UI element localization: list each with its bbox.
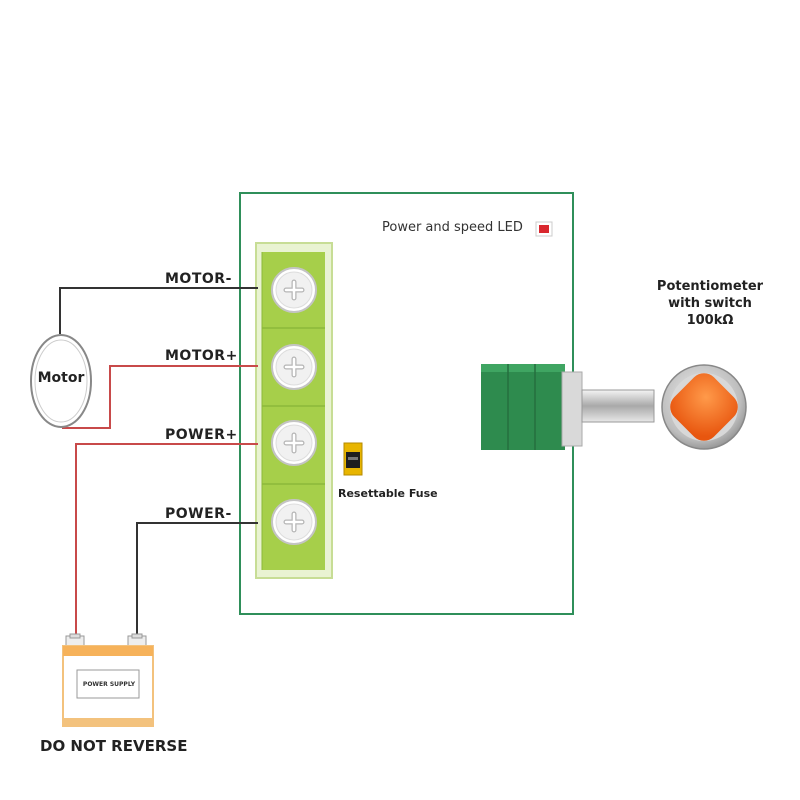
fuse-icon (343, 442, 363, 476)
potentiometer-label-line2: with switch (668, 296, 752, 311)
motor-label: Motor (37, 370, 85, 386)
screw-power-pos-icon (271, 420, 317, 466)
motor-icon (30, 334, 92, 428)
wire-motor-pos (62, 365, 258, 429)
screw-power-neg-icon (271, 499, 317, 545)
warning-label: DO NOT REVERSE (40, 737, 188, 755)
terminal-label-motor-neg: MOTOR- (165, 271, 232, 287)
potentiometer-label-line1: Potentiometer (656, 279, 764, 294)
wire-motor-neg (59, 287, 258, 334)
wire-power-pos (75, 443, 258, 640)
power-supply-label: POWER SUPPLY (82, 681, 136, 688)
knob-icon (661, 364, 747, 450)
terminal-label-power-pos: POWER+ (165, 427, 238, 443)
wire-power-neg (136, 522, 258, 640)
fuse-label: Resettable Fuse (338, 487, 438, 500)
terminal-label-power-neg: POWER- (165, 506, 232, 522)
terminal-label-motor-pos: MOTOR+ (165, 348, 238, 364)
power-supply-icon (62, 633, 154, 727)
potentiometer-icon (481, 364, 655, 450)
potentiometer-label-line3: 100kΩ (686, 313, 734, 328)
potentiometer-label: Potentiometer with switch 100kΩ (645, 278, 775, 329)
screw-motor-pos-icon (271, 344, 317, 390)
screw-motor-neg-icon (271, 267, 317, 313)
led-light (539, 225, 549, 233)
led-label: Power and speed LED (382, 220, 523, 235)
